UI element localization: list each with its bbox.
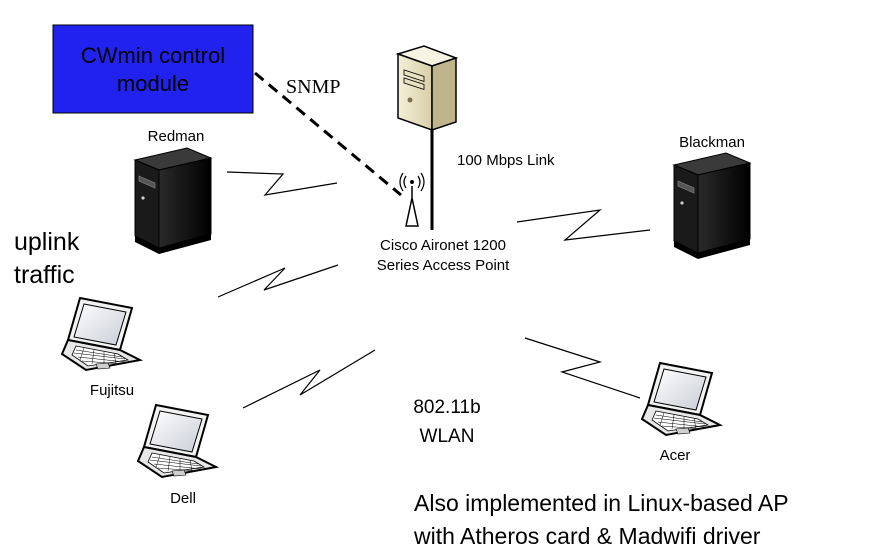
snmp-label: SNMP: [286, 76, 340, 98]
wireless-link-acer: [524, 337, 641, 399]
wireless-link-redman: [226, 171, 338, 196]
wlan-label-line1: 802.11b: [413, 397, 480, 418]
note-line2: with Atheros card & Madwifi driver: [413, 523, 761, 549]
server-tower-icon: [395, 45, 459, 132]
fujitsu-label: Fujitsu: [90, 382, 134, 399]
blackman-label: Blackman: [679, 134, 745, 151]
redman-label: Redman: [148, 128, 205, 145]
wlan-label-line2: WLAN: [420, 426, 475, 447]
blackman-tower-icon: [673, 152, 751, 260]
acer-laptop-icon: [641, 362, 721, 436]
wireless-link-dell: [242, 349, 376, 409]
wireless-link-fujitsu: [217, 264, 339, 298]
uplink-label-line1: uplink: [14, 228, 80, 256]
redman-tower-icon: [134, 147, 212, 255]
access-point-label-line2: Series Access Point: [377, 257, 510, 274]
acer-label: Acer: [660, 447, 691, 464]
module-label-line2: module: [117, 71, 189, 96]
uplink-label-line2: traffic: [14, 261, 75, 289]
link-label: 100 Mbps Link: [457, 152, 555, 169]
snmp-dashed-link: [254, 71, 402, 197]
cwmin-control-module-box: [52, 24, 254, 114]
dell-label: Dell: [170, 490, 196, 507]
note-line1: Also implemented in Linux-based AP: [414, 490, 789, 516]
dell-laptop-icon: [137, 404, 217, 478]
fujitsu-laptop-icon: [61, 297, 141, 371]
access-point-label-line1: Cisco Aironet 1200: [380, 237, 506, 254]
wireless-access-point-icon: [399, 172, 425, 227]
module-label-line1: CWmin control: [81, 43, 225, 68]
wireless-link-blackman: [516, 209, 651, 241]
